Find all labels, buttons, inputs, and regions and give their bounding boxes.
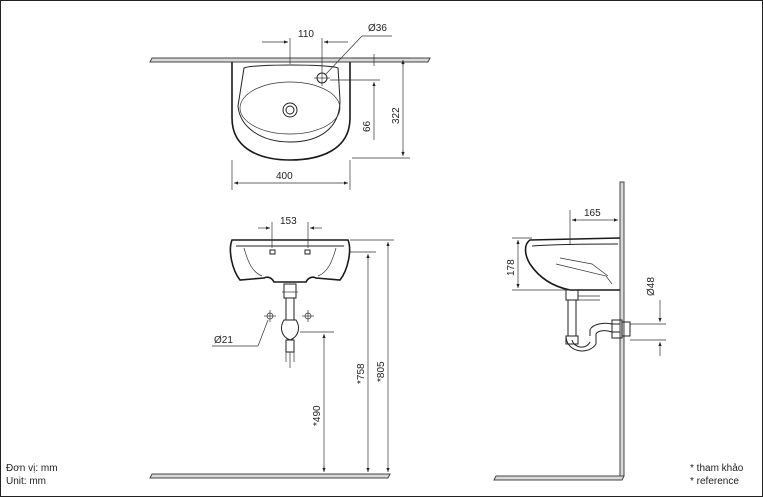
dim-front-758: *758 xyxy=(356,363,367,384)
dim-front-dia21: Ø21 xyxy=(214,335,233,346)
front-floor xyxy=(149,473,391,479)
dim-front-153: 153 xyxy=(280,216,297,227)
dim-front-490: *490 xyxy=(312,405,323,426)
dim-top-322: 322 xyxy=(391,107,402,124)
top-basin-bowl xyxy=(237,64,341,143)
dim-top-110: 110 xyxy=(298,29,314,40)
side-view: 165 178 Ø48 xyxy=(493,181,666,481)
reference-en: * reference xyxy=(690,476,739,487)
reference-vi: * tham khảo xyxy=(690,463,744,474)
dim-top-66: 66 xyxy=(362,120,373,132)
dim-side-178: 178 xyxy=(506,259,517,276)
front-basin-outline xyxy=(229,239,351,283)
side-basin-outline xyxy=(524,237,621,291)
front-screw-left xyxy=(264,310,276,322)
dim-top-dia36: Ø36 xyxy=(368,23,387,34)
side-floor xyxy=(493,475,625,481)
front-screw-right xyxy=(302,310,314,322)
front-view: 153 Ø21 *490 xyxy=(149,216,394,479)
top-drain xyxy=(282,102,298,118)
dim-side-dia48: Ø48 xyxy=(646,277,657,296)
unit-note: Đơn vị: mm Unit: mm xyxy=(6,462,58,488)
dim-front-805: *805 xyxy=(376,361,387,382)
top-view: 110 Ø36 322 66 400 xyxy=(149,23,431,190)
reference-note: * tham khảo * reference xyxy=(690,462,743,488)
unit-vi: Đơn vị: mm xyxy=(6,463,58,474)
top-basin-outline xyxy=(231,62,351,161)
dim-side-165: 165 xyxy=(584,208,601,219)
unit-en: Unit: mm xyxy=(6,476,46,487)
top-bowl-inner xyxy=(239,81,341,135)
dim-top-400: 400 xyxy=(276,171,293,182)
